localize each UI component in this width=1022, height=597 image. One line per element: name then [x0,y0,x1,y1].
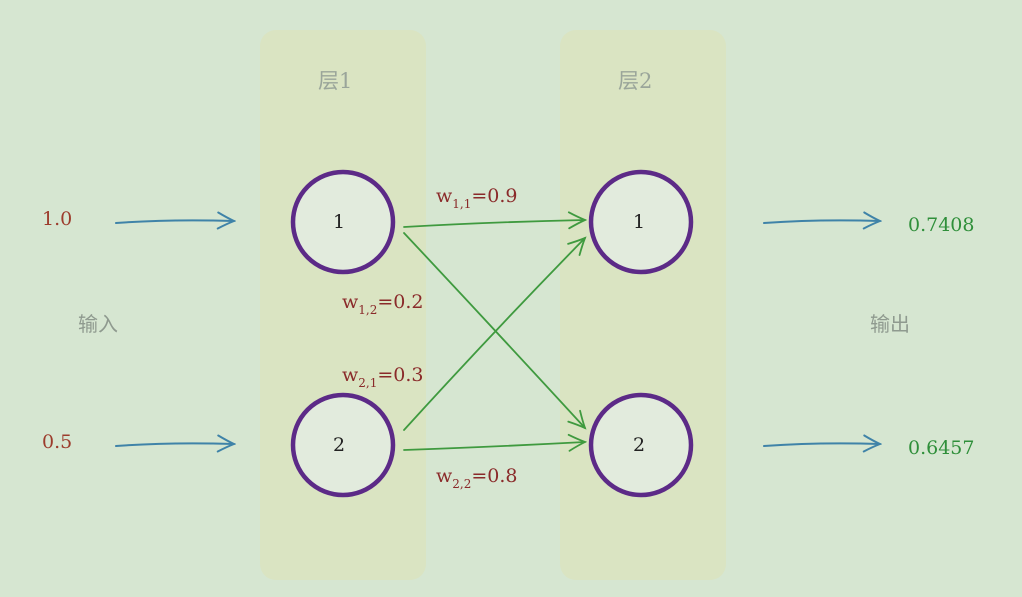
layer-2-node-2-label: 2 [633,434,645,456]
weight-arrow-1-2 [403,232,585,428]
layer-1-node-1 [290,169,396,275]
layer-1-node-2 [290,392,396,498]
weight-1-2-value: =0.2 [377,291,423,313]
weight-2-1-symbol: w [342,364,359,386]
weight-2-2-symbol: w [436,465,453,487]
weight-label-2-2: w2,2=0.8 [436,465,518,491]
output-value-2: 0.6457 [908,437,974,459]
weight-2-1-subscript: 2,1 [358,376,377,390]
layer-1-node-1-label: 1 [333,211,345,233]
layer-2-node-1-label: 1 [633,211,645,233]
weight-arrow-2-2 [403,442,585,450]
weight-label-2-1: w2,1=0.3 [342,364,424,390]
outputs-label: 输出 [870,312,910,336]
weight-label-1-1: w1,1=0.9 [436,185,518,211]
layer-2-title: 层2 [618,69,652,93]
input-value-2: 0.5 [42,431,72,453]
layer-1-title: 层1 [318,69,352,93]
inputs-label: 输入 [78,312,118,336]
weight-2-2-value: =0.8 [471,465,517,487]
weight-1-2-symbol: w [342,291,359,313]
weight-1-2-subscript: 1,2 [358,303,377,317]
weight-arrow-1-1 [403,220,585,227]
weight-arrow-2-1 [403,238,585,431]
output-arrow-1 [763,220,880,223]
output-arrow-2 [763,443,880,446]
weight-1-1-symbol: w [436,185,453,207]
output-value-1: 0.7408 [908,214,974,236]
input-value-1: 1.0 [42,208,72,230]
input-arrow-2 [115,443,234,446]
weight-2-1-value: =0.3 [377,364,423,386]
layer-1-node-2-label: 2 [333,434,345,456]
weight-2-2-subscript: 2,2 [452,477,471,491]
layer-2-node-1 [588,169,694,275]
weight-1-1-subscript: 1,1 [452,197,471,211]
input-arrow-1 [115,220,234,223]
weight-1-1-value: =0.9 [471,185,517,207]
layer-2-node-2 [588,392,694,498]
layer-2-panel [560,30,726,580]
weight-label-1-2: w1,2=0.2 [342,291,424,317]
